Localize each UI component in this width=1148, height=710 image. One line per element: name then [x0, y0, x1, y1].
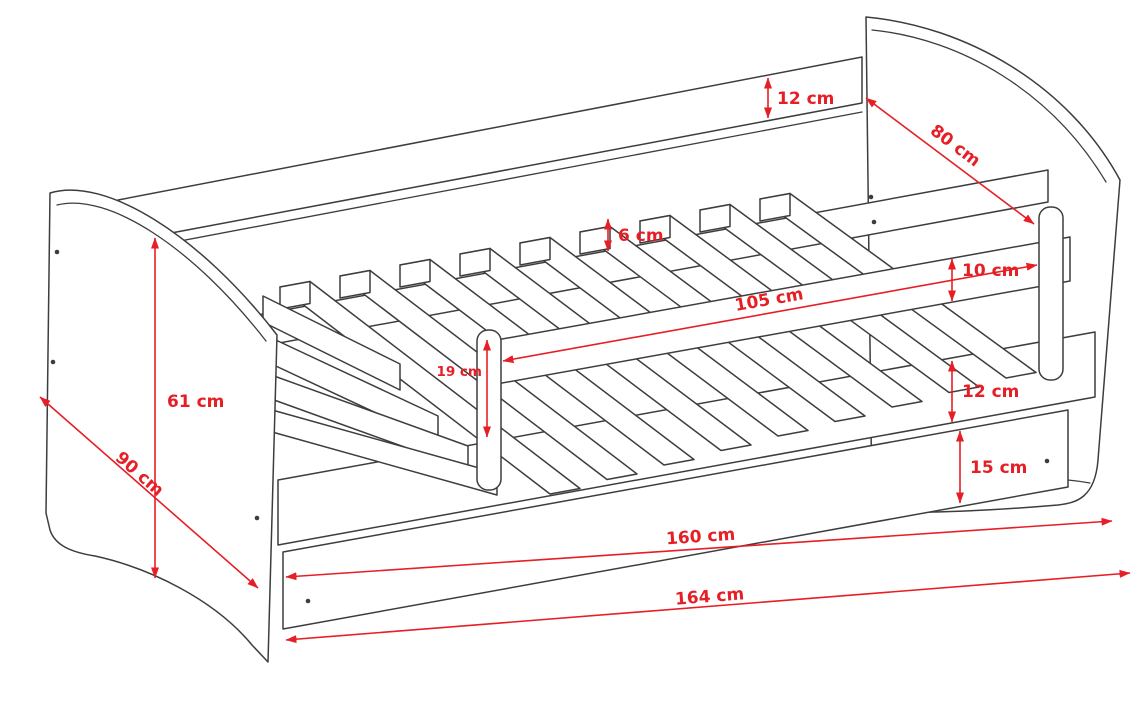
mattress-slat: [279, 280, 581, 495]
dimension-label: 10 cm: [962, 261, 1019, 281]
bed-drawing: [45, 16, 1121, 663]
slat-end-face: [579, 225, 611, 255]
dimension-frame-rail-height: 12 cm: [948, 360, 1019, 423]
dimension-top-rail-height: 12 cm: [764, 77, 834, 119]
slat-end-face: [699, 203, 731, 233]
slat-end-face: [459, 247, 491, 277]
back-top-rail-underside: [121, 111, 863, 253]
dimension-label: 6 cm: [618, 226, 664, 246]
dimension-arrow: [865, 97, 1035, 225]
corner-slats: [262, 295, 498, 496]
dimension-slat-height: 6 cm: [604, 218, 664, 252]
slat-end-face: [279, 280, 311, 310]
screw-dot: [868, 194, 874, 200]
dimension-arrow: [285, 517, 1113, 581]
slat-end-face: [519, 236, 551, 266]
dimension-arrow: [502, 262, 1038, 364]
screw-dot: [254, 515, 260, 521]
screw-dot: [54, 249, 60, 255]
headboard-panel: [45, 189, 278, 663]
slat-end-face: [639, 214, 671, 244]
slat-end-face: [339, 269, 371, 299]
corner-slat: [262, 295, 401, 391]
barrier-post-right: [1038, 206, 1064, 381]
dimension-label: 61 cm: [167, 392, 224, 412]
barrier-post-left: [476, 329, 502, 491]
dimension-inner-length: 160 cm: [285, 517, 1113, 581]
dimension-label: 164 cm: [674, 584, 745, 609]
dimension-label: 15 cm: [970, 458, 1027, 478]
slat-end-face: [399, 258, 431, 288]
back-top-rail: [117, 56, 863, 244]
dimension-arrow: [39, 396, 259, 589]
dimension-label: 12 cm: [777, 89, 834, 109]
headboard-thickness-line: [56, 202, 267, 342]
dimension-barrier-total-height: 19 cm: [436, 339, 491, 438]
dimension-arrow: [285, 569, 1131, 644]
dimension-label: 12 cm: [962, 382, 1019, 402]
screw-dot: [1044, 458, 1050, 464]
screw-dot: [50, 359, 56, 365]
screw-dot: [871, 219, 877, 225]
dimension-label: 19 cm: [436, 364, 482, 380]
screw-dot: [305, 598, 311, 604]
dimension-drawer-height: 15 cm: [956, 430, 1027, 504]
dimension-label: 160 cm: [665, 525, 735, 550]
footboard-thickness-line: [871, 29, 1107, 183]
slat-end-face: [759, 192, 791, 222]
